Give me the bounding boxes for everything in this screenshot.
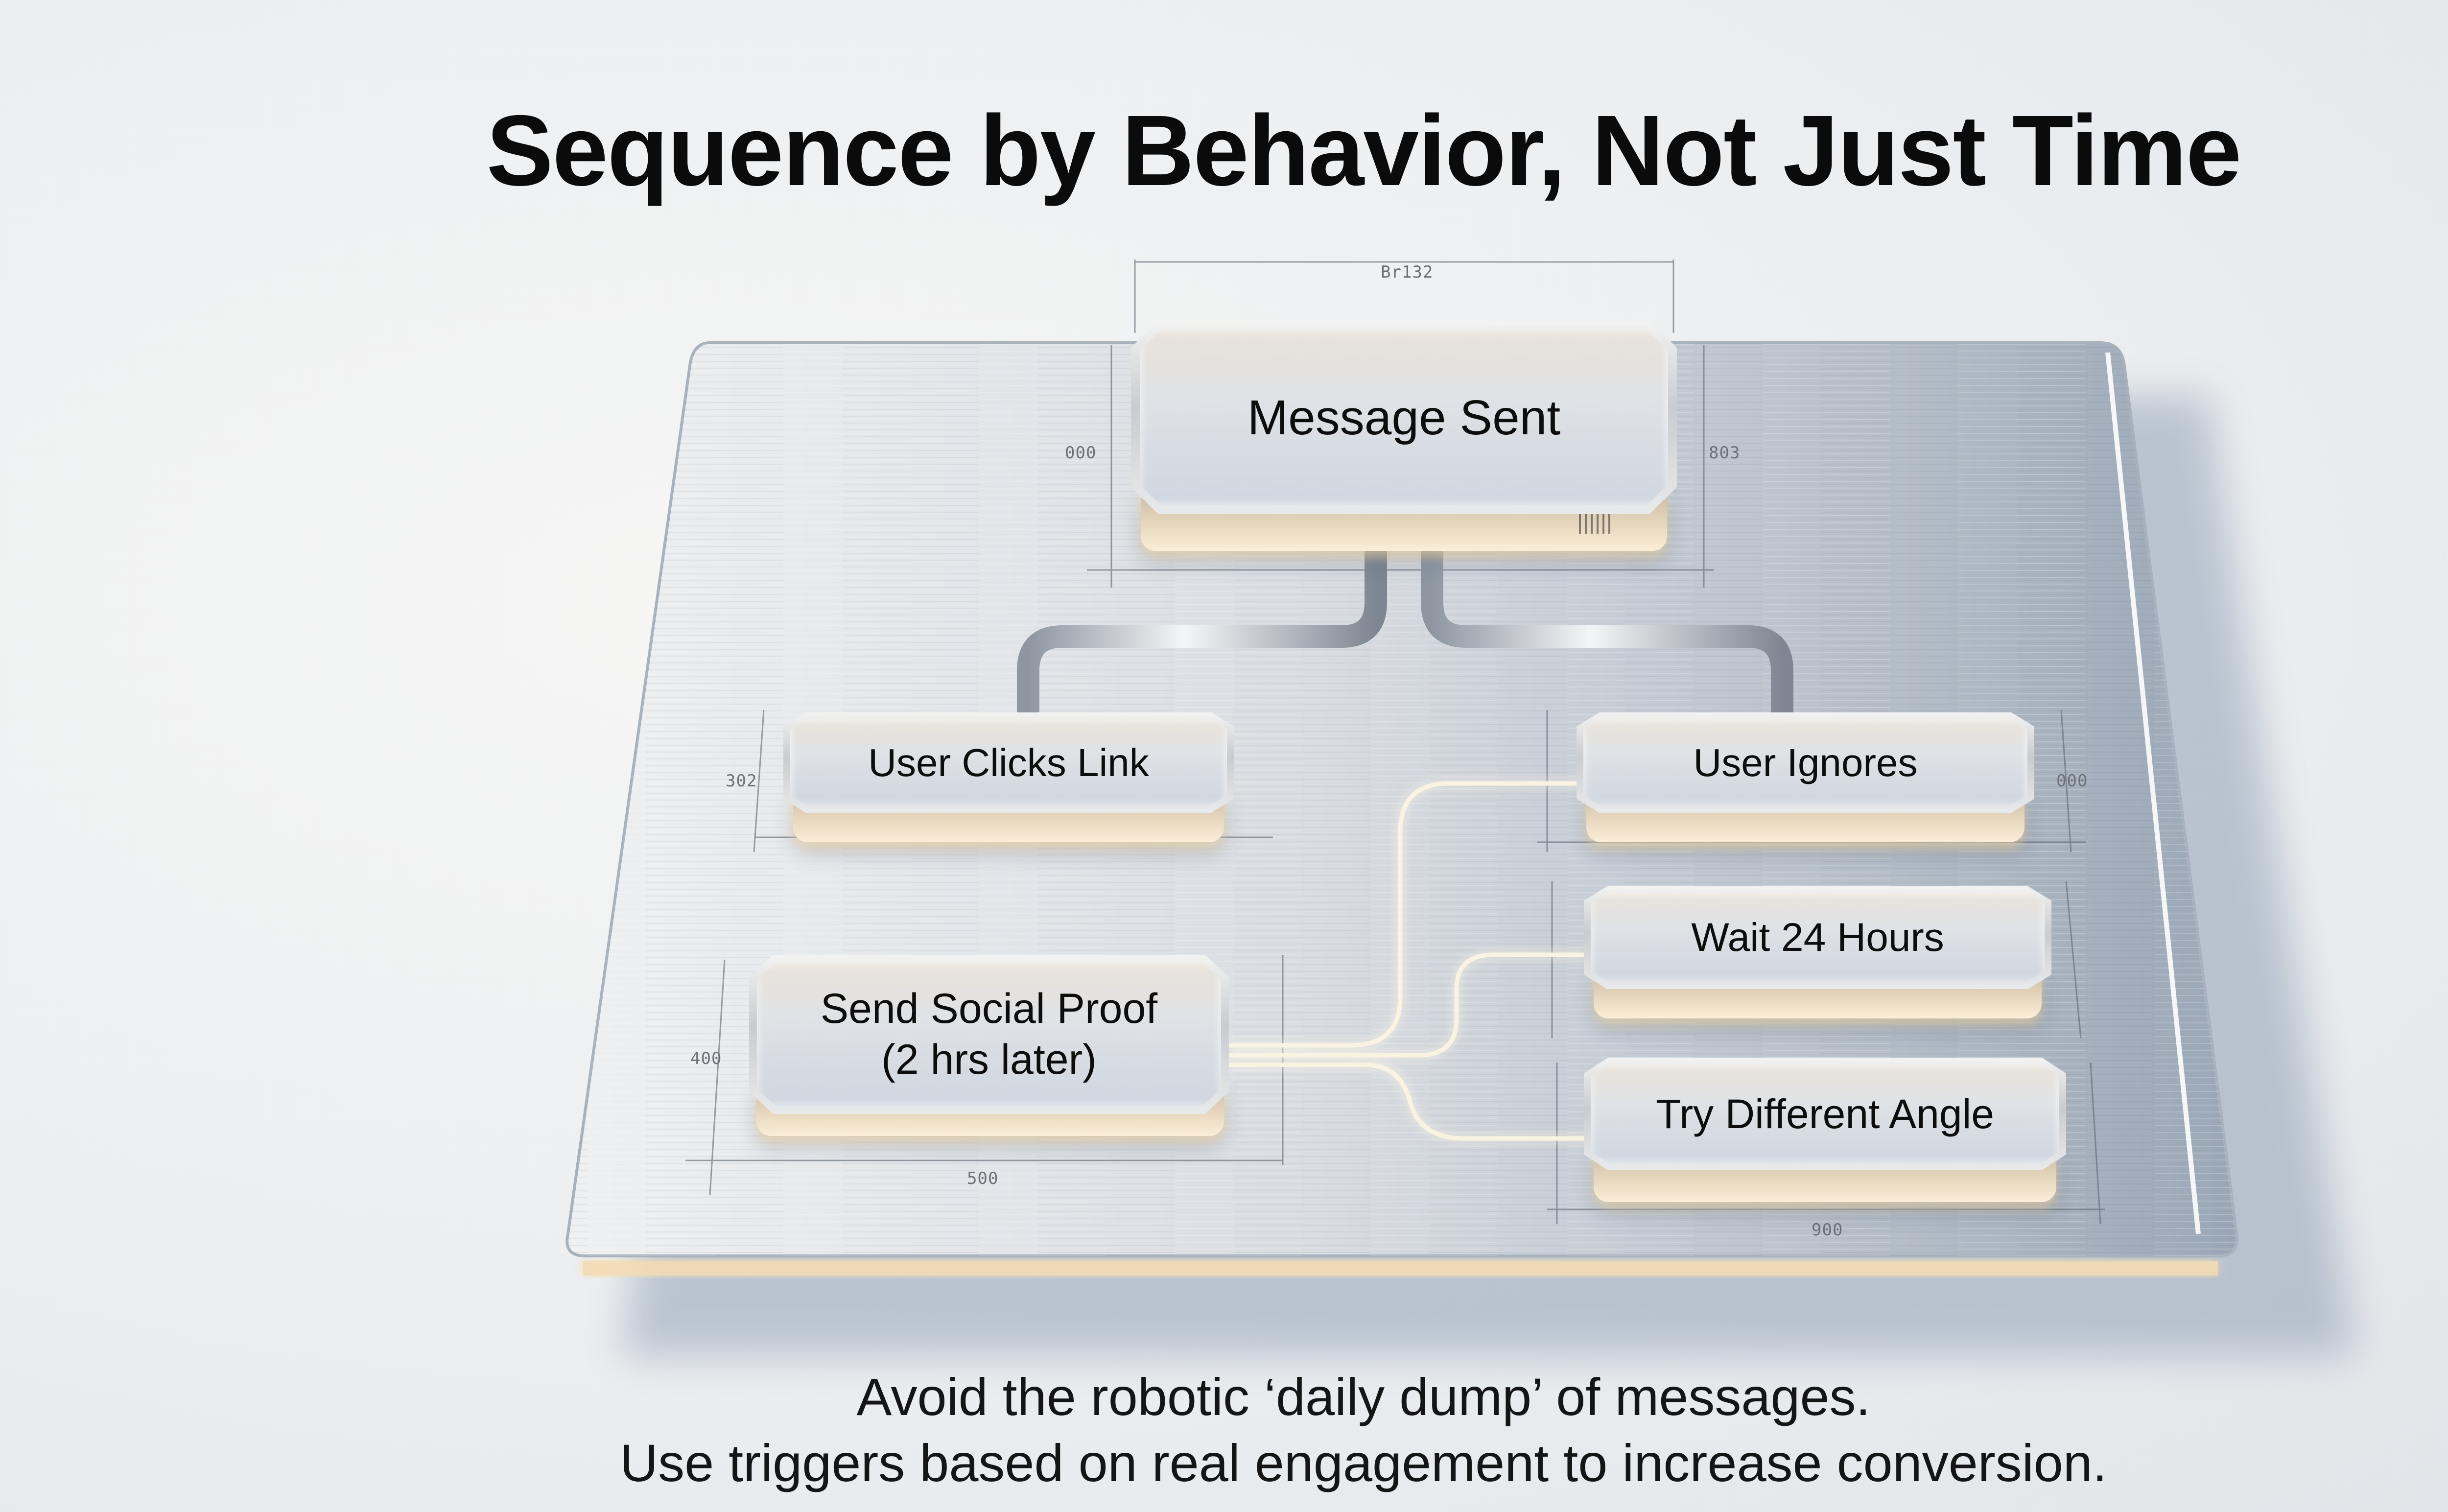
dimension-label-ignores-right: 000: [2056, 771, 2088, 791]
plate-edge-glow: [583, 1261, 2218, 1276]
dimension-guides: [685, 260, 2105, 1225]
vent-icon: [1579, 514, 1613, 534]
glow-traces: [1229, 781, 1591, 1141]
caption-line-1: Avoid the robotic ‘daily dump’ of messag…: [856, 1367, 1871, 1426]
node-label-group: Send Social Proof (2 hrs later): [757, 963, 1221, 1106]
node-message-sent[interactable]: Message Sent: [1131, 321, 1677, 514]
node-wait-24-hours[interactable]: Wait 24 Hours: [1584, 886, 2051, 989]
node-user-ignores[interactable]: User Ignores: [1577, 712, 2034, 813]
node-label: Try Different Angle: [1591, 1064, 2059, 1163]
dimension-label-top: Br132: [1381, 262, 1434, 282]
node-label: User Ignores: [1583, 719, 2027, 806]
dimension-label-message-left: 000: [1065, 443, 1097, 463]
node-label: User Clicks Link: [790, 719, 1227, 806]
node-label: Message Sent: [1140, 330, 1668, 505]
node-label: Wait 24 Hours: [1591, 893, 2045, 982]
node-try-different-angle[interactable]: Try Different Angle: [1584, 1058, 2066, 1170]
node-user-clicks-link[interactable]: User Clicks Link: [783, 712, 1234, 813]
page-title: Sequence by Behavior, Not Just Time: [486, 94, 2241, 207]
dimension-label-message-right: 803: [1709, 443, 1741, 463]
dimension-label-social-left: 400: [690, 1049, 722, 1068]
node-label-line1: Send Social Proof: [820, 985, 1158, 1033]
node-send-social-proof[interactable]: Send Social Proof (2 hrs later): [749, 955, 1229, 1114]
dimension-label-angle-bottom: 900: [1812, 1220, 1843, 1240]
caption-line-2: Use triggers based on real engagement to…: [620, 1433, 2107, 1492]
dimension-label-clicks-left: 302: [726, 771, 757, 791]
dimension-label-social-bottom: 500: [967, 1169, 999, 1188]
node-label-line2: (2 hrs later): [881, 1036, 1097, 1083]
